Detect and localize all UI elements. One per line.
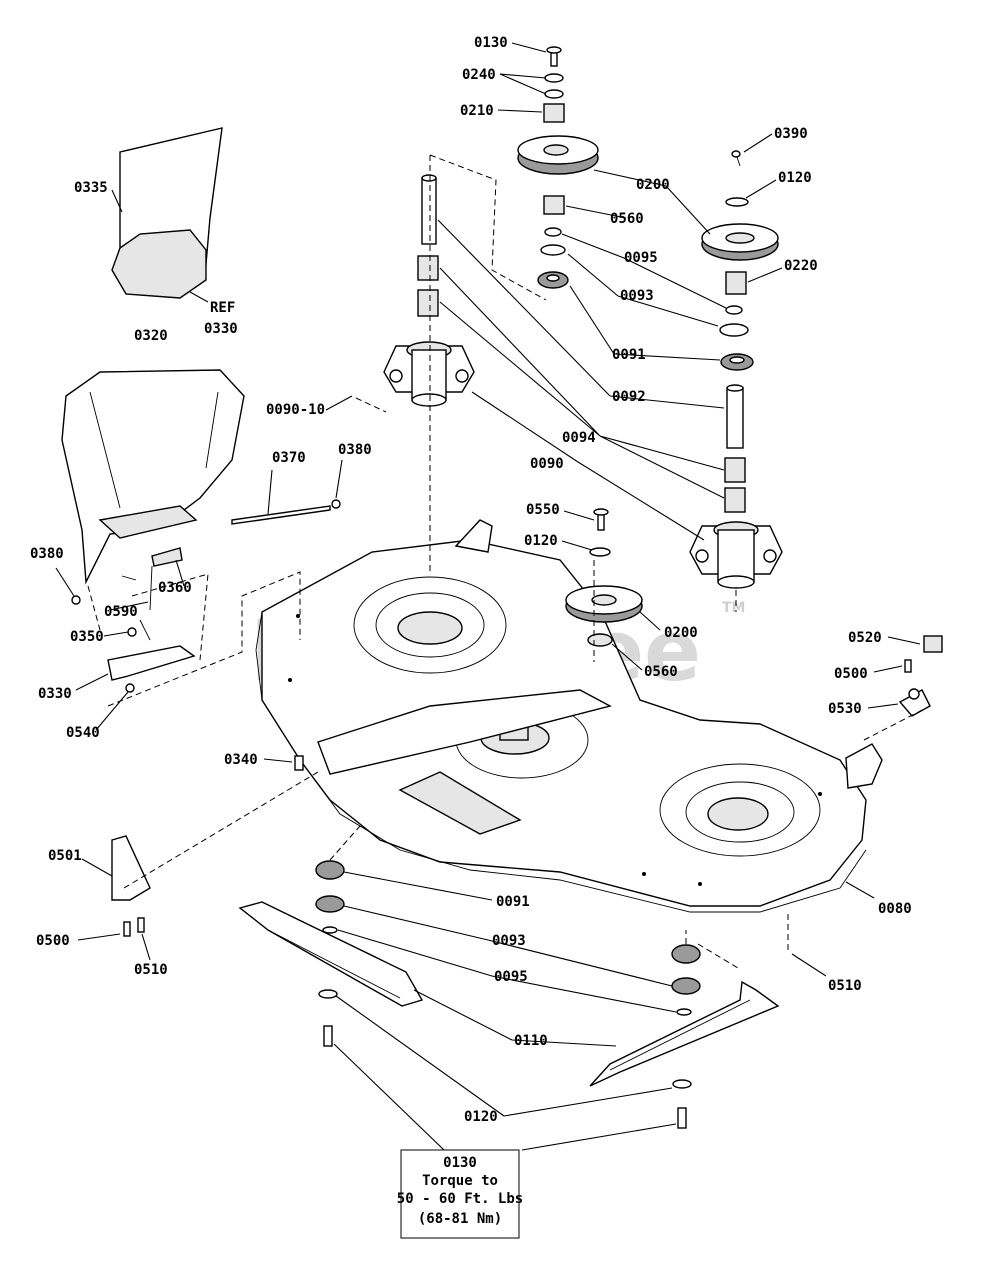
label-0094: 0094 — [562, 430, 596, 446]
label-0330-ref: 0330 — [204, 321, 238, 337]
torque-note-line2: 50 - 60 Ft. Lbs — [397, 1191, 523, 1207]
label-0360: 0360 — [158, 580, 192, 596]
label-0560-b: 0560 — [644, 664, 678, 680]
torque-note-line1: Torque to — [422, 1173, 498, 1189]
label-0330: 0330 — [38, 686, 72, 702]
label-0510-a: 0510 — [134, 962, 168, 978]
label-0390: 0390 — [774, 126, 808, 142]
left-spindle-stack — [383, 174, 475, 407]
label-0080: 0080 — [878, 901, 912, 917]
label-0530: 0530 — [828, 701, 862, 717]
label-ref: REF — [210, 300, 235, 316]
bolt-0340 — [294, 755, 304, 771]
label-0350: 0350 — [70, 629, 104, 645]
label-0380-a: 0380 — [338, 442, 372, 458]
label-0370: 0370 — [272, 450, 306, 466]
label-0210: 0210 — [460, 103, 494, 119]
deck-housing — [255, 519, 883, 913]
torque-note: 0130 Torque to 50 - 60 Ft. Lbs (68-81 Nm… — [397, 1149, 523, 1239]
label-0090: 0090 — [530, 456, 564, 472]
label-0120-c: 0120 — [464, 1109, 498, 1125]
label-0200-a: 0200 — [636, 177, 670, 193]
label-0590: 0590 — [104, 604, 138, 620]
label-0200-b: 0200 — [664, 625, 698, 641]
blade-left — [238, 901, 424, 1007]
part-labels: 0130 0240 0210 0390 0120 0200 0560 0220 … — [30, 35, 912, 1125]
label-0500-b: 0500 — [36, 933, 70, 949]
left-bracket-0501 — [111, 835, 151, 937]
label-0380-b: 0380 — [30, 546, 64, 562]
label-0335: 0335 — [74, 180, 108, 196]
label-0501: 0501 — [48, 848, 82, 864]
label-0510-b: 0510 — [828, 978, 862, 994]
label-0090-10: 0090-10 — [266, 402, 325, 418]
right-bracket — [898, 635, 943, 717]
label-0120-b: 0120 — [524, 533, 558, 549]
label-0093-b: 0093 — [492, 933, 526, 949]
label-0340: 0340 — [224, 752, 258, 768]
blade-right — [589, 980, 780, 1087]
label-0540: 0540 — [66, 725, 100, 741]
label-0095-b: 0095 — [494, 969, 528, 985]
watermark-trademark: TM — [722, 600, 745, 616]
label-0240: 0240 — [462, 67, 496, 83]
discharge-chute — [61, 127, 245, 585]
label-0095-a: 0095 — [624, 250, 658, 266]
label-0130-top: 0130 — [474, 35, 508, 51]
label-0500-a: 0500 — [834, 666, 868, 682]
label-0550: 0550 — [526, 502, 560, 518]
lower-right-bearing-stack — [671, 944, 701, 1129]
label-0093-a: 0093 — [620, 288, 654, 304]
torque-note-line3: (68-81 Nm) — [418, 1211, 502, 1227]
idler-stack-middle — [565, 508, 643, 647]
label-0091-b: 0091 — [496, 894, 530, 910]
label-0092: 0092 — [612, 389, 646, 405]
label-0110: 0110 — [514, 1033, 548, 1049]
label-0220: 0220 — [784, 258, 818, 274]
label-0091-a: 0091 — [612, 347, 646, 363]
torque-note-part: 0130 — [443, 1155, 477, 1171]
lower-left-bearing-stack — [315, 860, 345, 1047]
label-0120-a: 0120 — [778, 170, 812, 186]
right-spindle-stack — [689, 150, 783, 589]
label-0560-a: 0560 — [610, 211, 644, 227]
leader-lines — [55, 42, 921, 1151]
idler-stack-top — [517, 46, 599, 289]
label-0520: 0520 — [848, 630, 882, 646]
chute-hinge-parts — [71, 499, 341, 693]
label-0320: 0320 — [134, 328, 168, 344]
assembly-dashed-lines — [87, 154, 931, 969]
